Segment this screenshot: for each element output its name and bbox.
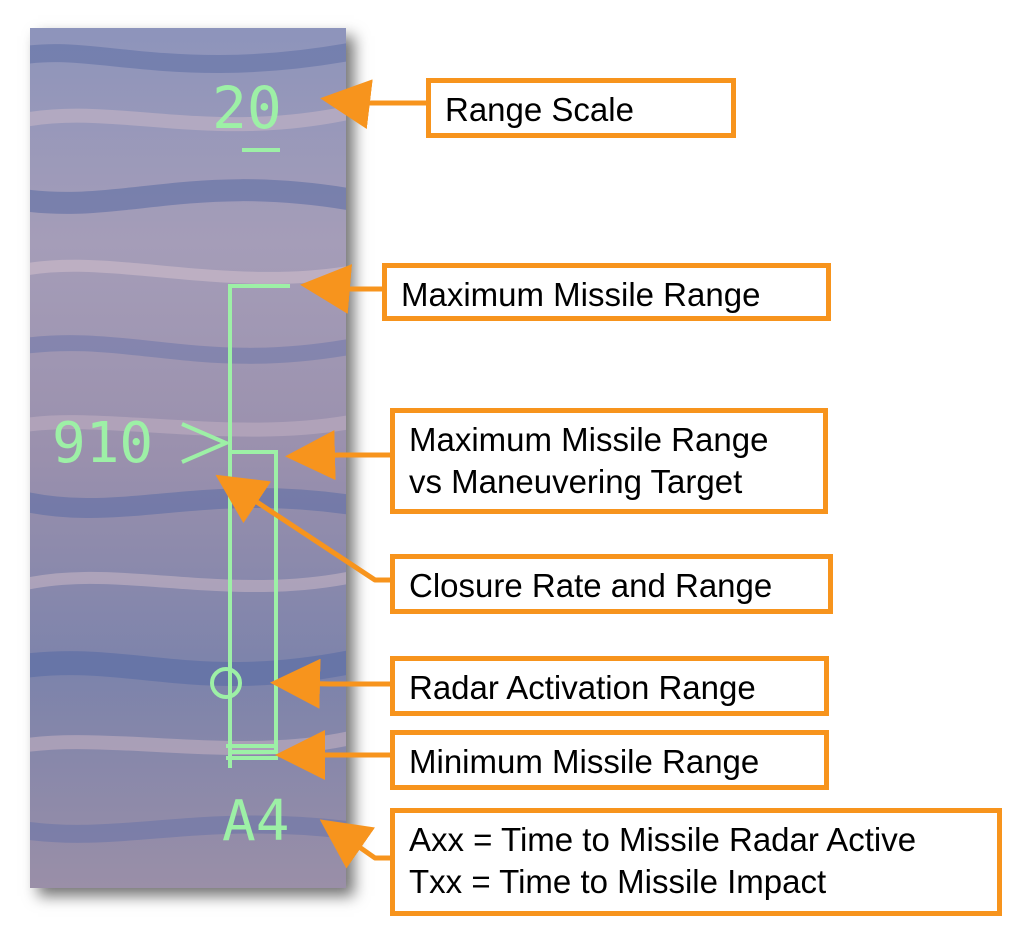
arrow-max-missile-range [300, 264, 384, 314]
range-scale-value: 20 [212, 74, 282, 142]
callout-closure-rate-range: Closure Rate and Range [390, 554, 833, 614]
max-missile-range-bracket [228, 284, 290, 768]
callout-closure-rate-range-text: Closure Rate and Range [409, 567, 773, 604]
time-indicator-value: A4 [222, 789, 289, 854]
callout-min-missile-range-text: Minimum Missile Range [409, 743, 760, 780]
callout-time-indicator: Axx = Time to Missile Radar Active Txx =… [390, 808, 1002, 916]
arrow-time-indicator [319, 819, 392, 869]
callout-radar-activation-range-text: Radar Activation Range [409, 669, 756, 706]
callout-time-indicator-line1: Axx = Time to Missile Radar Active [409, 821, 917, 858]
arrow-closure-rate [215, 474, 392, 583]
callout-max-missile-range-text: Maximum Missile Range [401, 276, 761, 313]
callout-max-range-maneuvering-line2: vs Maneuvering Target [409, 463, 743, 500]
callout-range-scale-text: Range Scale [445, 91, 634, 128]
callout-range-scale: Range Scale [426, 78, 736, 138]
closure-rate-value: 910 [52, 411, 153, 476]
no-escape-zone-bar [230, 450, 278, 754]
callout-max-missile-range: Maximum Missile Range [382, 263, 831, 321]
arrow-max-range-maneuvering [285, 430, 392, 481]
callout-max-range-maneuvering-line1: Maximum Missile Range [409, 421, 769, 458]
hud-symbology [181, 148, 290, 768]
arrow-radar-activation [270, 658, 392, 709]
callout-radar-activation-range: Radar Activation Range [390, 656, 829, 716]
closure-caret [181, 422, 232, 464]
radar-activation-marker [210, 667, 242, 699]
arrow-range-scale [320, 79, 428, 129]
callout-min-missile-range: Minimum Missile Range [390, 730, 829, 790]
callout-time-indicator-line2: Txx = Time to Missile Impact [409, 863, 827, 900]
callout-max-range-maneuvering: Maximum Missile Range vs Maneuvering Tar… [390, 408, 828, 514]
